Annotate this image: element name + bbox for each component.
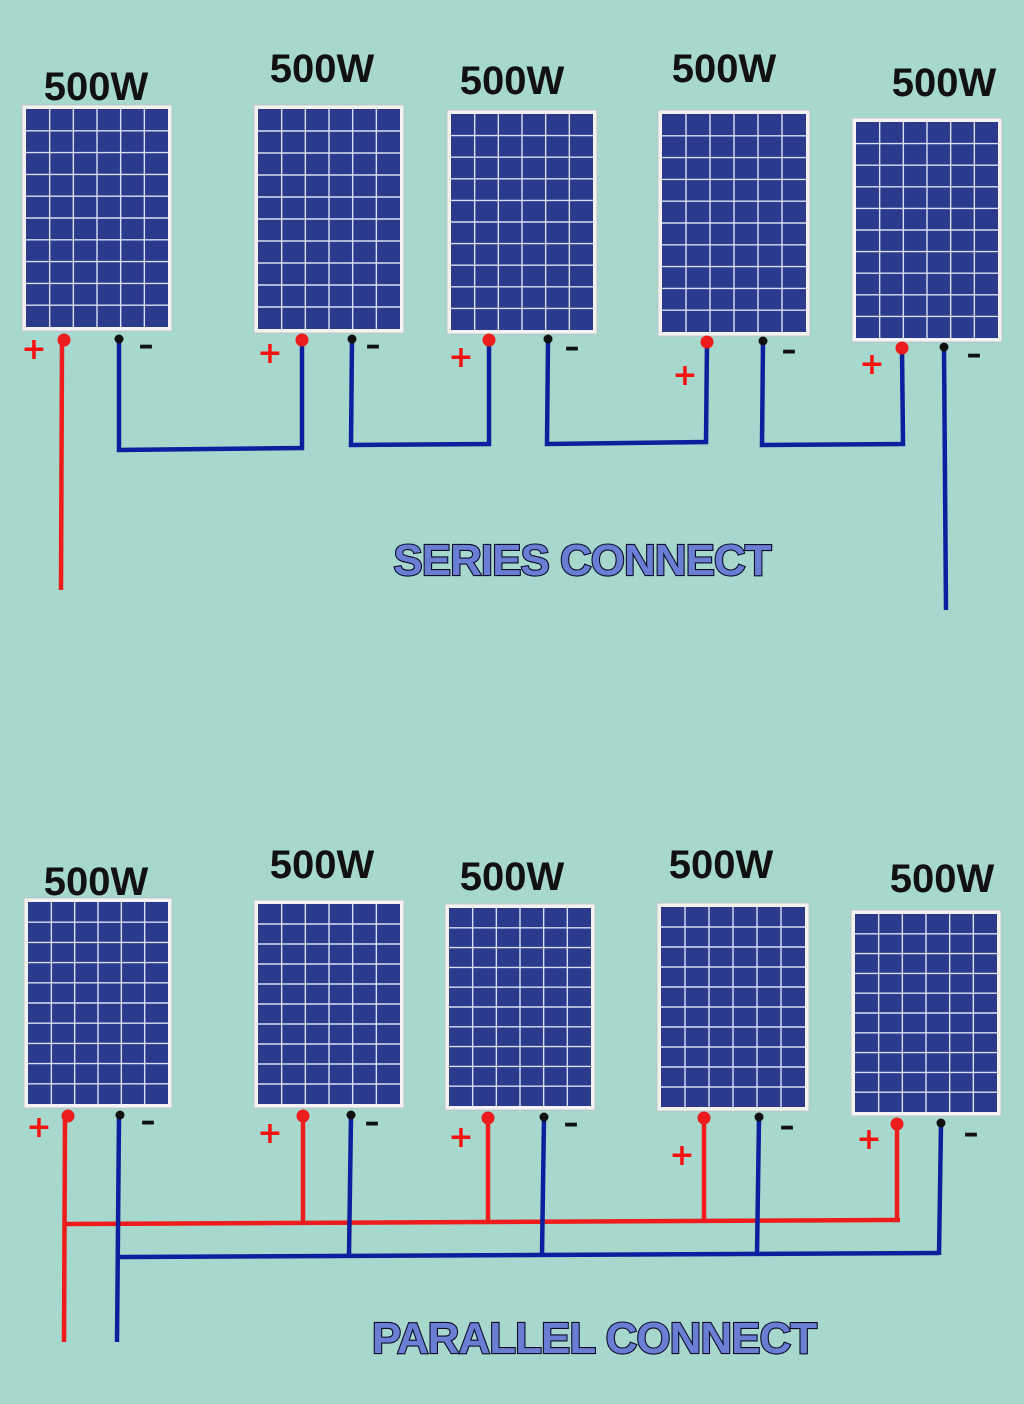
positive-terminal	[481, 1111, 495, 1125]
minus-sign: –	[366, 328, 381, 363]
panel-grid	[449, 908, 591, 1106]
positive-terminal	[295, 333, 309, 347]
negative-terminal	[115, 1110, 125, 1120]
panel-rating-label: 500W	[672, 47, 777, 91]
negative-terminal	[758, 336, 768, 346]
negative-terminal	[347, 334, 357, 344]
series-main-negative-wire	[941, 347, 949, 611]
plus-sign: +	[859, 347, 884, 382]
panel-rating-label: 500W	[270, 843, 375, 887]
panel-grid	[855, 914, 997, 1112]
parallel-positive-bus	[63, 1217, 901, 1227]
parallel-negative-drop-2	[346, 1115, 354, 1256]
positive-terminal	[482, 333, 496, 347]
parallel-title: PARALLEL CONNECT	[372, 1314, 817, 1363]
parallel-main-negative-wire	[114, 1115, 122, 1343]
series-jumper-1-2	[116, 340, 305, 453]
panel-rating-label: 500W	[460, 855, 565, 899]
series-title: SERIES CONNECT	[393, 536, 771, 585]
panel-rating-label: 500W	[669, 843, 774, 887]
plus-sign: +	[672, 358, 697, 393]
negative-terminal	[114, 334, 124, 344]
positive-terminal	[57, 333, 71, 347]
panel-rating-label: 500W	[44, 65, 149, 109]
plus-sign: +	[257, 336, 282, 371]
positive-terminal	[296, 1109, 310, 1123]
panel-grid	[662, 114, 806, 332]
panel-grid	[258, 109, 400, 329]
panel-grid	[856, 122, 998, 338]
parallel-negative-bus	[116, 1250, 940, 1260]
minus-sign: –	[780, 1109, 795, 1144]
series-panel-3: 500W + –	[446, 59, 598, 375]
series-panel-5: 500W + –	[851, 61, 1003, 382]
panels-layer: 500W+–500W+–500W+–500W+–500W+–500W+–500W…	[21, 47, 1003, 1173]
minus-sign: –	[782, 333, 797, 368]
parallel-panel-2: 500W + –	[253, 843, 405, 1151]
negative-terminal	[346, 1110, 356, 1120]
plus-sign: +	[21, 332, 46, 367]
negative-terminal	[754, 1112, 764, 1122]
minus-sign: –	[564, 1106, 579, 1141]
plus-sign: +	[448, 1120, 473, 1155]
parallel-negative-drop-5	[936, 1123, 944, 1256]
parallel-panel-1: 500W + –	[23, 860, 173, 1145]
parallel-negative-drop-4	[754, 1117, 762, 1256]
panel-rating-label: 500W	[892, 61, 997, 105]
plus-sign: +	[856, 1122, 881, 1157]
panel-grid	[661, 907, 805, 1107]
parallel-panel-5: 500W + –	[850, 857, 1002, 1157]
minus-sign: –	[967, 337, 982, 372]
panel-rating-label: 500W	[460, 59, 565, 103]
series-panel-1: 500W + –	[21, 65, 173, 367]
parallel-panel-4: 500W + –	[656, 843, 810, 1173]
positive-terminal	[61, 1109, 75, 1123]
positive-terminal	[697, 1111, 711, 1125]
minus-sign: –	[141, 1104, 156, 1139]
series-jumper-3-4	[544, 339, 710, 447]
minus-sign: –	[565, 330, 580, 365]
negative-terminal	[936, 1118, 946, 1128]
panel-grid	[28, 902, 168, 1104]
negative-terminal	[539, 1112, 549, 1122]
positive-terminal	[700, 335, 714, 349]
positive-terminal	[895, 341, 909, 355]
panel-grid	[258, 904, 400, 1104]
minus-sign: –	[365, 1105, 380, 1140]
plus-sign: +	[257, 1116, 282, 1151]
plus-sign: +	[669, 1138, 694, 1173]
negative-terminal	[543, 334, 553, 344]
parallel-panel-3: 500W + –	[444, 855, 596, 1155]
parallel-negative-drop-3	[539, 1117, 547, 1256]
negative-terminal	[939, 342, 949, 352]
minus-sign: –	[964, 1116, 979, 1151]
plus-sign: +	[26, 1110, 51, 1145]
positive-terminal	[890, 1117, 904, 1131]
series-main-positive-wire	[58, 339, 65, 591]
series-panel-2: 500W + –	[253, 47, 405, 371]
panel-rating-label: 500W	[270, 47, 375, 91]
series-jumper-4-5	[759, 341, 906, 448]
series-jumper-2-3	[348, 339, 492, 448]
parallel-main-positive-wire	[61, 1115, 68, 1343]
panel-rating-label: 500W	[890, 857, 995, 901]
panel-grid	[26, 109, 168, 327]
plus-sign: +	[448, 340, 473, 375]
panel-rating-label: 500W	[44, 860, 149, 904]
minus-sign: –	[139, 328, 154, 363]
series-panel-4: 500W + –	[657, 47, 811, 393]
panel-grid	[451, 114, 593, 330]
wires-layer	[58, 339, 949, 1343]
